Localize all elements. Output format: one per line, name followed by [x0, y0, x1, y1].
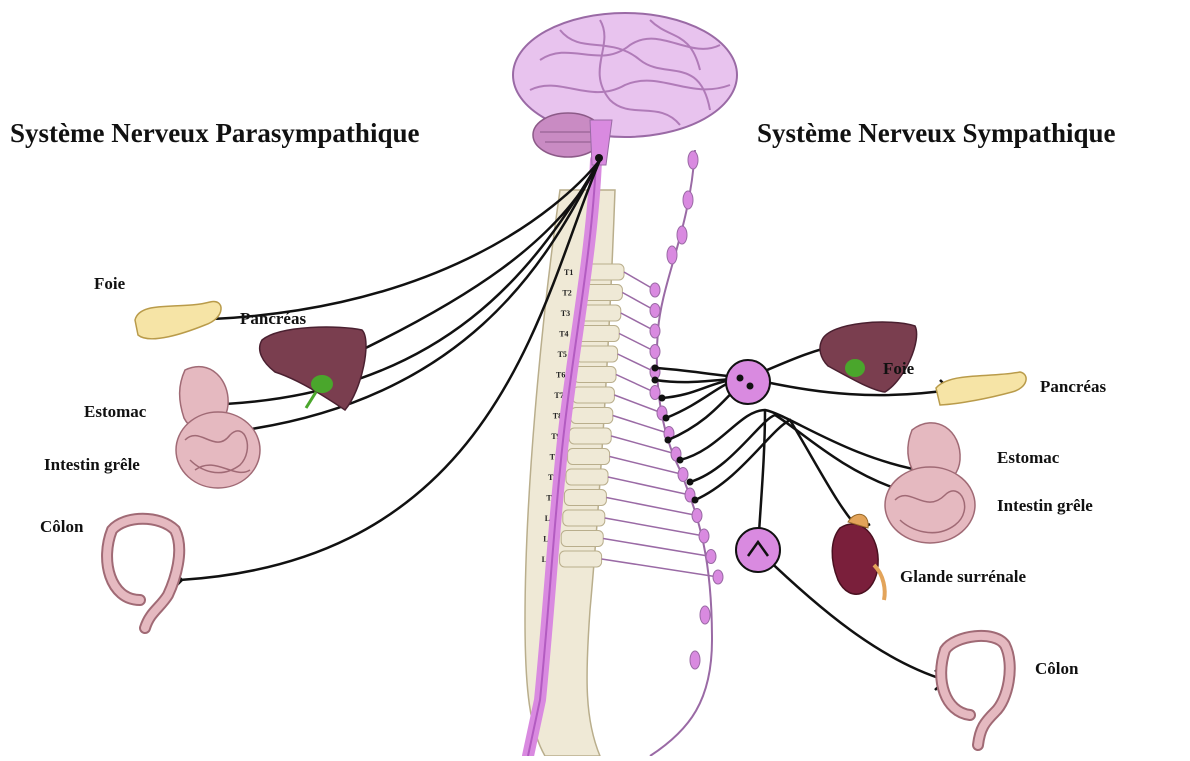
title-parasympathetic: Système Nerveux Parasympathique: [10, 118, 419, 149]
spinal-nerve-ramus: [605, 518, 704, 536]
spinal-nerve-ramus: [608, 477, 690, 495]
mesenteric-ganglion: [736, 528, 780, 572]
celiac-ganglion: [726, 360, 770, 404]
chain-ganglion: [713, 570, 723, 584]
chain-ganglion: [678, 468, 688, 482]
label-colon-right: Côlon: [1035, 659, 1078, 679]
vertebra-label: T4: [559, 330, 568, 339]
chain-ganglion: [706, 550, 716, 564]
spinal-nerve-ramus: [606, 498, 697, 516]
brain: [513, 13, 737, 165]
vertebra-body: [561, 531, 603, 547]
vertebra-label: T1: [564, 268, 573, 277]
vertebra-body: [569, 428, 611, 444]
label-stomach-right: Estomac: [997, 448, 1059, 468]
chain-ganglion: [700, 606, 710, 624]
vertebra-body: [566, 469, 608, 485]
spinal-nerve-ramus: [610, 457, 683, 475]
spinal-nerve-ramus: [616, 375, 655, 393]
pancreas-right: [936, 372, 1026, 405]
chain-ganglion: [690, 651, 700, 669]
label-stomach-left: Estomac: [84, 402, 146, 422]
brainstem-nucleus-dot: [595, 154, 603, 162]
liver-right: [820, 322, 917, 392]
label-colon-left: Côlon: [40, 517, 83, 537]
pancreas-left: [135, 301, 221, 338]
chain-ganglion: [692, 509, 702, 523]
adrenal-kidney-right: [832, 514, 884, 600]
chain-ganglion: [683, 191, 693, 209]
label-pancreas-left: Pancréas: [240, 309, 306, 329]
vertebra-body: [574, 367, 616, 383]
vertebra-body: [560, 551, 602, 567]
label-small-intestine-right: Intestin grêle: [997, 496, 1093, 516]
vertebra-body: [571, 408, 613, 424]
label-pancreas-right: Pancréas: [1040, 377, 1106, 397]
spinal-nerve-ramus: [602, 559, 718, 577]
stomach-intestine-right: [885, 423, 975, 543]
chain-ganglion: [699, 529, 709, 543]
colon-right-fill: [941, 636, 1010, 745]
colon-left-fill: [107, 519, 179, 628]
label-liver-left: Foie: [94, 274, 125, 294]
stomach-intestine-left: [176, 367, 260, 488]
vertebra-body: [572, 387, 614, 403]
colon-left: [107, 519, 179, 628]
label-adrenal-gland: Glande surrénale: [900, 567, 1026, 587]
sympathetic-chain-ganglia: [650, 151, 723, 669]
chain-ganglion: [677, 226, 687, 244]
chain-ganglion: [650, 304, 660, 318]
spinal-nerve-ramus: [619, 334, 655, 352]
vertebra-body: [564, 490, 606, 506]
vertebra-label: T6: [556, 371, 565, 380]
label-liver-right: Foie: [883, 359, 914, 379]
spinal-nerve-ramus: [618, 354, 655, 372]
vertebra-body: [568, 449, 610, 465]
colon-right: [941, 636, 1010, 745]
chain-ganglion: [650, 283, 660, 297]
vertebra-label: T2: [562, 289, 571, 298]
liver-left: [260, 327, 366, 410]
vertebra-body: [563, 510, 605, 526]
chain-ganglion: [650, 345, 660, 359]
vertebra-label: T3: [561, 309, 570, 318]
spinal-nerve-ramus: [603, 539, 711, 557]
chain-ganglion: [650, 324, 660, 338]
vertebra-label: T5: [558, 350, 567, 359]
title-sympathetic: Système Nerveux Sympathique: [757, 118, 1116, 149]
label-small-intestine-left: Intestin grêle: [44, 455, 140, 475]
chain-ganglion: [650, 386, 660, 400]
chain-ganglion: [667, 246, 677, 264]
chain-ganglion: [688, 151, 698, 169]
vertebra-body: [576, 346, 618, 362]
